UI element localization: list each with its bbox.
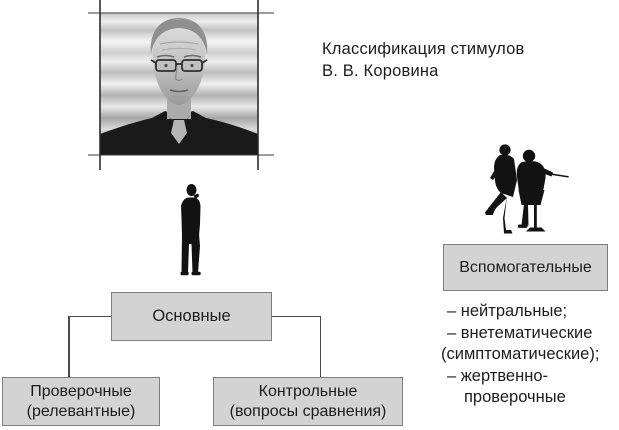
title-line-2: В. В. Коровина xyxy=(322,62,439,80)
box-control-line-1: Контрольные xyxy=(258,382,358,400)
box-verification-stimuli: Проверочные (релевантные) xyxy=(2,377,160,426)
box-verification-line-2: (релевантные) xyxy=(26,402,136,420)
auxiliary-list-item: – нейтральные; xyxy=(447,302,568,320)
connector-left-vertical xyxy=(68,315,70,378)
box-verification-line-1: Проверочные xyxy=(30,382,132,400)
title-line-1: Классификация стимулов xyxy=(322,40,525,58)
standing-man-silhouette-icon xyxy=(175,184,205,276)
auxiliary-list: – нейтральные; – внетематические (симпто… xyxy=(441,301,619,409)
auxiliary-list-item: – внетематические xyxy=(447,323,593,342)
box-main-label: Основные xyxy=(152,307,231,325)
box-auxiliary-label: Вспомогательные xyxy=(459,258,592,276)
auxiliary-list-item-wrap: проверочные xyxy=(464,388,566,406)
connector-right-vertical xyxy=(319,315,322,378)
box-control-line-2: (вопросы сравнения) xyxy=(229,402,387,420)
crop-marks xyxy=(99,0,259,170)
auxiliary-list-item: – жертвенно- xyxy=(447,366,548,385)
portrait-photo xyxy=(88,0,274,172)
connector-right-horizontal xyxy=(271,315,321,318)
box-auxiliary-stimuli: Вспомогательные xyxy=(443,244,608,291)
connector-left-horizontal xyxy=(68,315,112,318)
couple-silhouette-icon xyxy=(482,140,574,235)
box-control-stimuli: Контрольные (вопросы сравнения) xyxy=(213,377,403,426)
portrait-photo-image xyxy=(88,0,274,170)
box-main-stimuli: Основные xyxy=(111,292,272,341)
page-title: Классификация стимулов В. В. Коровина xyxy=(322,38,524,82)
auxiliary-list-item-wrap: (симптоматические); xyxy=(441,345,600,363)
